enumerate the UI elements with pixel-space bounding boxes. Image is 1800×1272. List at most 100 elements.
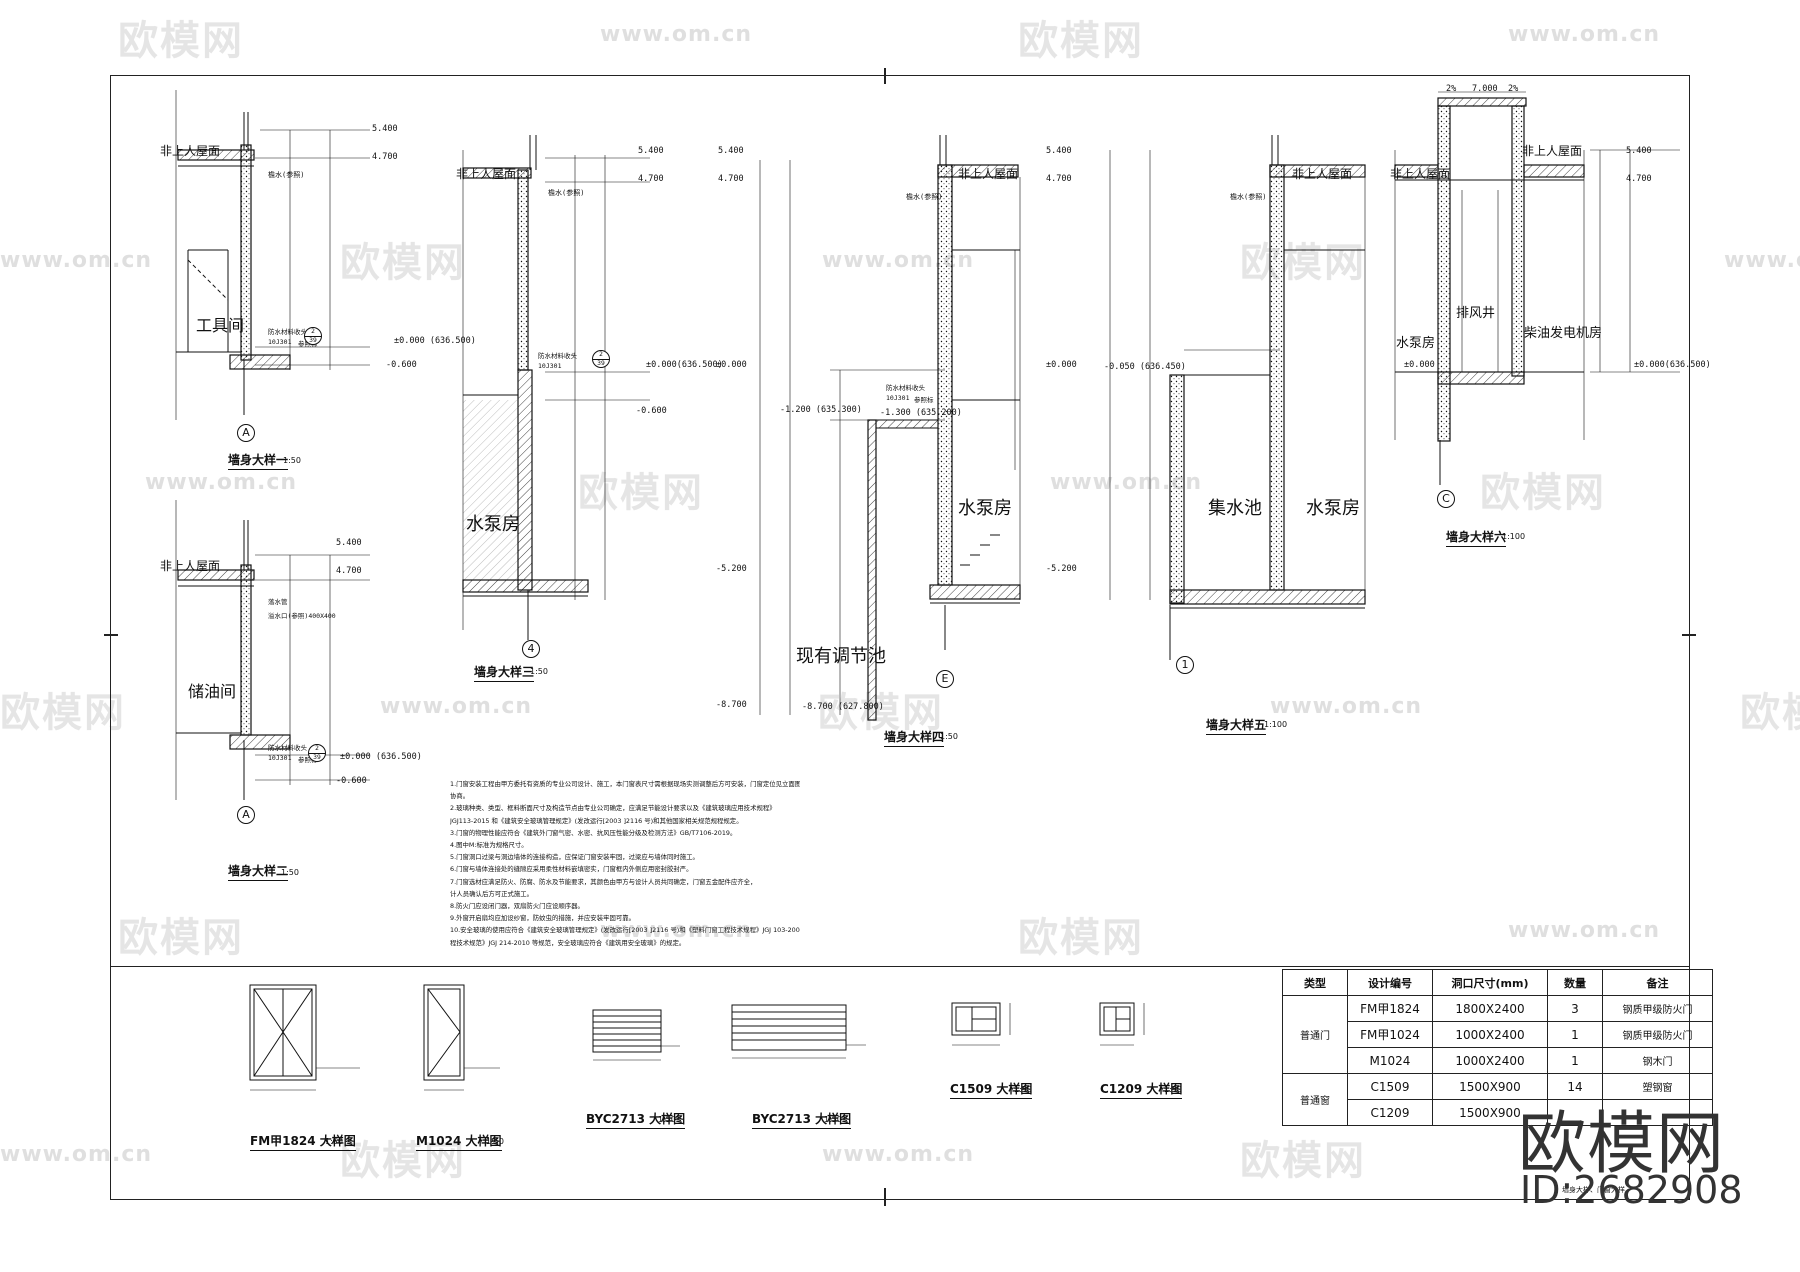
note-line: 1.门窗安装工程由甲方委托有资质的专业公司设计、施工，本门窗表尺寸需根据现场实测…	[450, 780, 800, 788]
elev-0600-d1: -0.600	[386, 360, 417, 370]
door-window-notes: 1.门窗安装工程由甲方委托有资质的专业公司设计、施工，本门窗表尺寸需根据现场实测…	[450, 778, 800, 949]
axis-4-d3: 4	[522, 640, 540, 658]
room-sump: 集水池	[1208, 498, 1262, 519]
room-diesel: 柴油发电机房	[1524, 326, 1603, 341]
note-line: 10.安全玻璃的使用应符合《建筑安全玻璃管理规定》(发改运行[2003 ]211…	[450, 926, 800, 935]
table-cell: 塑钢窗	[1602, 1073, 1713, 1100]
table-cell	[1602, 1099, 1713, 1126]
table-cell: FM甲1824	[1347, 995, 1433, 1022]
roof-label-d6-left: 非上人屋面	[1390, 167, 1451, 181]
elev-5400-d4: 5.400	[718, 146, 744, 156]
table-row: M1024 1000X2400 1 钢木门	[1283, 1047, 1713, 1074]
elev-1200-d4: -1.200 (635.300)	[780, 405, 862, 415]
table-cell: FM甲1024	[1347, 1021, 1433, 1048]
atlas-ref-d4: 10J301	[886, 394, 910, 402]
detail-ref-number: 2	[309, 745, 325, 754]
watermark-url: www.om.cn	[0, 1142, 153, 1167]
ref-note-d1: 参照标	[298, 340, 318, 348]
roof-label-d3: 非上人屋面	[456, 167, 517, 181]
table-cell: C1209	[1347, 1099, 1433, 1126]
table-cell: M1024	[1347, 1047, 1433, 1074]
watermark-logo: 欧模网	[340, 240, 466, 286]
watermark-logo: 欧模网	[340, 1138, 466, 1184]
watermark-url: www.om.cn	[600, 22, 753, 47]
room-pump-d4: 水泵房	[958, 498, 1012, 519]
table-cell: 1000X2400	[1432, 1047, 1548, 1074]
table-cell: 1500X900	[1432, 1099, 1548, 1126]
note-line: 4.图中M:标准为规格尺寸。	[450, 841, 528, 850]
dim-right-d6: 2%	[1508, 84, 1519, 94]
room-pump-d3: 水泵房	[466, 514, 520, 535]
schedule-header: 数量	[1547, 969, 1603, 996]
elev-4700-d2: 4.700	[336, 566, 362, 576]
detail-ref-sheet: 39	[309, 337, 317, 344]
watermark-logo: 欧模网	[118, 915, 244, 961]
watermark-url: www.om.cn	[1508, 22, 1661, 47]
schedule-band-divider	[110, 966, 1690, 967]
elev-0000-d6-right: ±0.000(636.500)	[1634, 360, 1711, 370]
caption-c1509: C1509 大样图	[950, 1080, 1033, 1099]
elev-0600-d3: -0.600	[636, 406, 667, 416]
center-mark-right	[1682, 634, 1696, 636]
note-line: 协商。	[450, 792, 470, 801]
waterproof-note-d4: 防水材料收头	[886, 384, 925, 392]
elev-8700-depth-d4: -8.700 (627.800)	[802, 702, 884, 712]
detail-ref-number: 2	[305, 328, 321, 337]
atlas-ref-d1: 10J301	[268, 338, 292, 346]
note-line: 程技术规范》JGJ 214-2010 等规范，安全玻璃应符合《建筑用安全玻璃》的…	[450, 938, 686, 947]
scale-d2: 1:50	[281, 868, 299, 877]
caption-detail-1: 墙身大样一	[228, 451, 289, 470]
rain-pipe-d2: 落水管	[268, 598, 288, 606]
watermark-logo: 欧模网	[1018, 18, 1144, 64]
watermark-url: www.om.cn	[1724, 248, 1800, 273]
scale-byc-a: 1:50	[658, 1115, 676, 1124]
detail-ref-sheet: 39	[597, 360, 605, 367]
elev-5200-d4: -5.200	[716, 564, 747, 574]
roof-label-d6-right: 非上人屋面	[1522, 144, 1583, 158]
brand-id: ID:2682908	[1520, 1168, 1743, 1212]
table-row: 普通门 FM甲1824 1800X2400 3 钢质甲级防火门	[1282, 995, 1713, 1074]
center-mark-top	[884, 68, 886, 84]
watermark-url: www.om.cn	[0, 248, 153, 273]
detail-ref-sheet: 39	[313, 754, 321, 761]
note-line: 9.外窗开启扇均应加设纱窗，防蚊虫的措施，并应安装牢固可靠。	[450, 914, 636, 923]
dim-mid-d6: 7.000	[1472, 84, 1498, 94]
note-line: 8.防火门应设闭门器，双扇防火门应设顺序器。	[450, 902, 584, 911]
waterproof-note-d3: 防水材料收头	[538, 352, 577, 360]
watermark-logo: 欧模网	[1240, 1138, 1366, 1184]
elev-0050-d5: -0.050 (636.450)	[1104, 362, 1186, 372]
door-window-schedule: 类型 设计编号 洞口尺寸(mm) 数量 备注 普通门 FM甲1824 1800X…	[1282, 969, 1713, 1126]
schedule-type-windows: 普通窗	[1282, 1073, 1348, 1126]
scale-d1: 1:50	[283, 456, 301, 465]
center-mark-bottom	[884, 1188, 886, 1206]
table-cell: 1	[1547, 1021, 1603, 1048]
room-regulating: 现有调节池	[796, 646, 886, 667]
caption-detail-4: 墙身大样四	[884, 728, 945, 747]
room-pump-d6: 水泵房	[1396, 336, 1436, 351]
elev-5400-d5: 5.400	[1046, 146, 1072, 156]
scale-byc-b: 1:50	[824, 1115, 842, 1124]
waterproof-note-d1: 防水材料收头	[268, 328, 307, 336]
waterproof-note-d2: 防水材料收头	[268, 744, 307, 752]
brand-logo: 欧模网	[1518, 1105, 1726, 1184]
ref-note-d4: 参照标	[914, 396, 934, 404]
note-line: 5.门窗洞口过梁与洞边墙体的连接构造，应保证门窗安装牢固，过梁应与墙体同时施工。	[450, 853, 699, 862]
table-cell: 1500X900	[1432, 1073, 1548, 1100]
caption-c1209: C1209 大样图	[1100, 1080, 1183, 1099]
elev-4700-d6: 4.700	[1626, 174, 1652, 184]
schedule-header: 类型	[1282, 969, 1348, 996]
watermark-logo: 欧模网	[1018, 915, 1144, 961]
caption-fm1824: FM甲1824 大样图	[250, 1132, 356, 1151]
ref-note-d2: 参照标	[298, 756, 318, 764]
room-exhaust: 排风井	[1456, 306, 1496, 321]
elev-8700-d4: -8.700	[716, 700, 747, 710]
detail-ref-number: 2	[593, 351, 609, 360]
caption-byc-a: BYC2713 大样图	[586, 1110, 686, 1129]
table-cell: 钢质甲级防火门	[1602, 1021, 1713, 1048]
watermark-logo: 欧模网	[0, 690, 126, 736]
roof-label-d5: 非上人屋面	[1292, 167, 1353, 181]
axis-a-d1: A	[237, 424, 255, 442]
table-cell: C1509	[1347, 1073, 1433, 1100]
atlas-ref-d3: 10J301	[538, 362, 562, 370]
table-cell: 3	[1547, 995, 1603, 1022]
